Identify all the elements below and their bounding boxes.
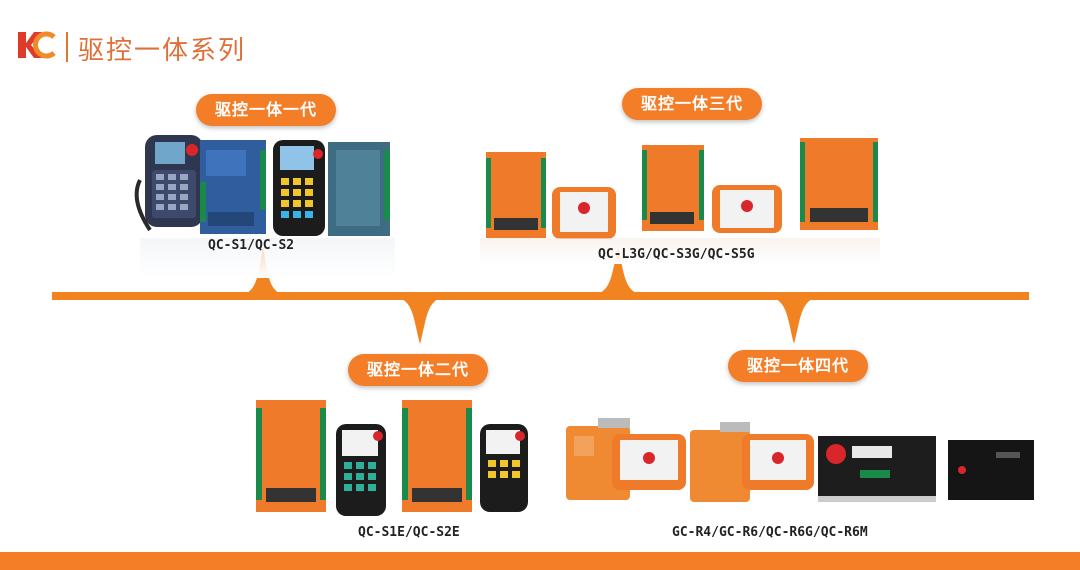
teach-pendant-image xyxy=(480,424,528,512)
teach-pendant-image xyxy=(612,434,686,490)
title-separator xyxy=(66,32,68,62)
controller-board-image xyxy=(256,400,326,512)
timeline-bar xyxy=(52,292,1029,300)
page-title: 驱控一体系列 xyxy=(78,36,247,66)
teach-pendant-image xyxy=(742,434,814,490)
controller-board-image xyxy=(328,142,390,236)
gen1-devices xyxy=(134,135,395,278)
teach-pendant-image xyxy=(134,135,203,232)
controller-board-image xyxy=(642,145,704,231)
controller-cabinet-image xyxy=(690,422,750,502)
teach-pendant-image xyxy=(712,185,782,233)
footer-bar xyxy=(0,552,1080,570)
gen4-devices xyxy=(566,418,1034,502)
gen4-models: GC-R4/GC-R6/QC-R6G/QC-R6M xyxy=(672,525,868,540)
gen1-models: QC-S1/QC-S2 xyxy=(208,238,295,253)
teach-pendant-image xyxy=(552,187,616,239)
connector-gen3 xyxy=(600,248,636,293)
teach-pendant-image xyxy=(336,424,386,516)
gen2-models: QC-S1E/QC-S2E xyxy=(358,525,460,540)
gen3-models: QC-L3G/QC-S3G/QC-S5G xyxy=(598,247,755,262)
controller-board-image xyxy=(800,138,878,230)
controller-board-image xyxy=(402,400,472,512)
kc-logo-icon xyxy=(18,31,56,59)
connector-gen2 xyxy=(402,299,438,344)
controller-cabinet-image xyxy=(948,440,1034,500)
teach-pendant-image xyxy=(273,140,325,236)
gen4-label: 驱控一体四代 xyxy=(728,350,868,382)
gen3-label: 驱控一体三代 xyxy=(622,88,762,120)
connector-gen4 xyxy=(776,299,812,344)
controller-board-image xyxy=(200,140,266,234)
controller-board-image xyxy=(486,152,546,238)
gen2-devices xyxy=(256,400,528,516)
controller-cabinet-image xyxy=(818,436,936,502)
gen3-devices xyxy=(480,138,880,264)
gen2-label: 驱控一体二代 xyxy=(348,354,488,386)
gen1-label: 驱控一体一代 xyxy=(196,94,336,126)
